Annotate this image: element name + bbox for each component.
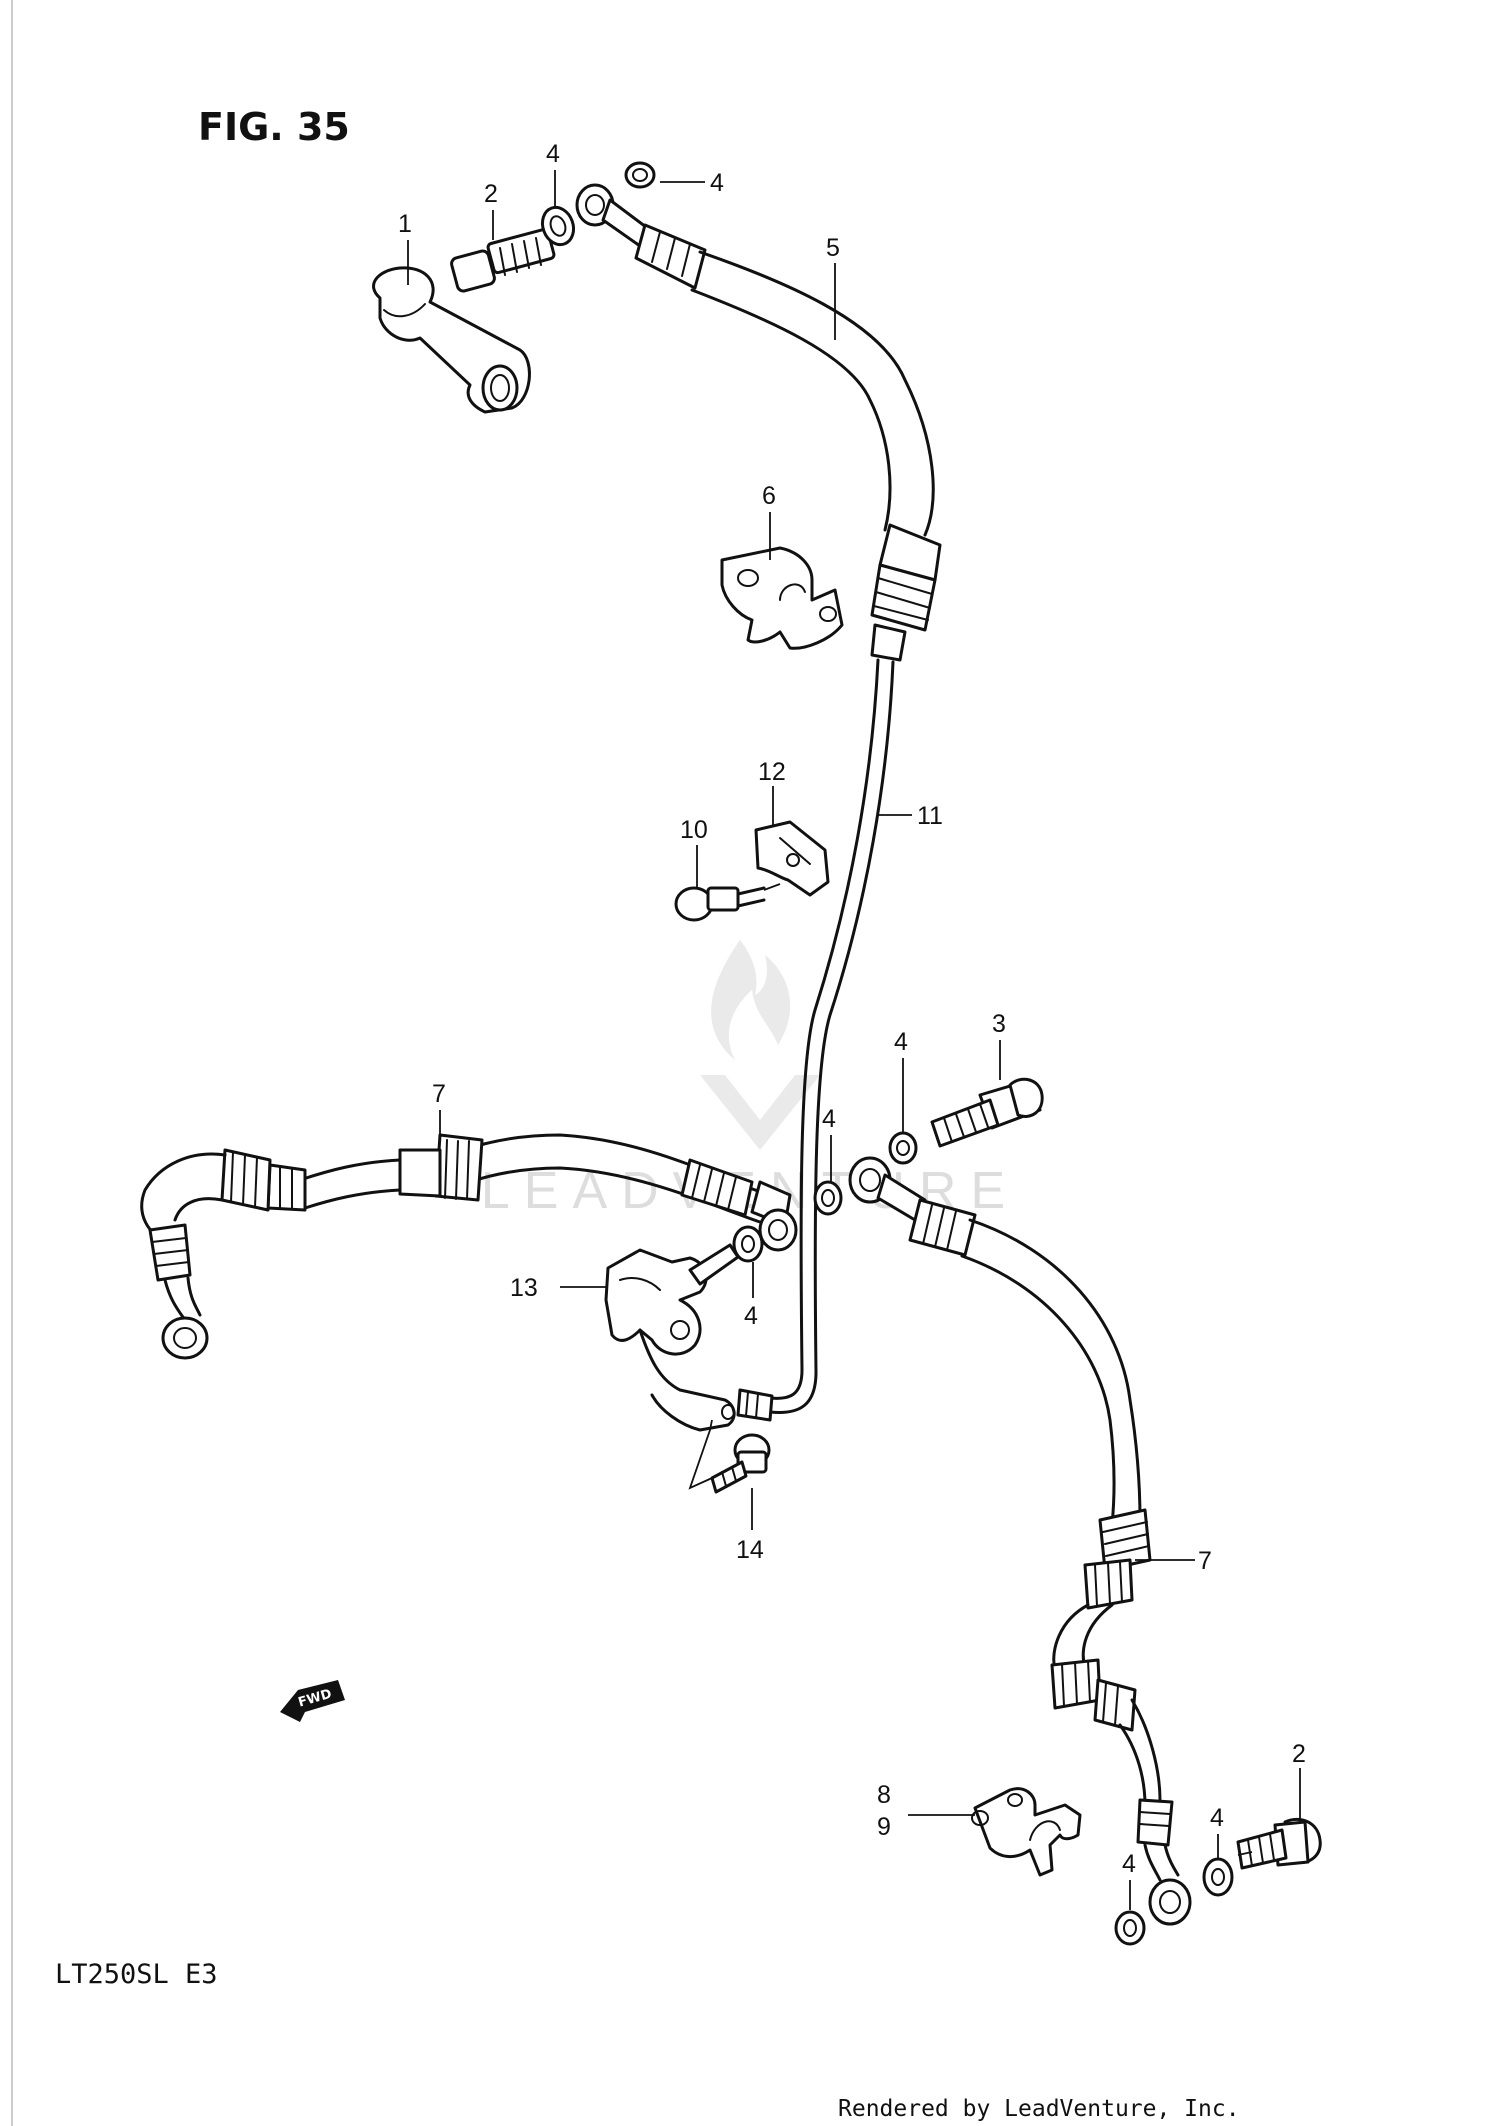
part-13-brake-junction [604, 1243, 740, 1432]
part-2-union-bolt-bottom [1236, 1817, 1322, 1870]
part-1-hose-cover [372, 266, 531, 414]
figure-title: FIG. 35 [198, 105, 350, 149]
callout-7-right: 7 [1198, 1547, 1212, 1575]
callout-2-top: 2 [484, 180, 498, 208]
part-4-washer-e [888, 1131, 918, 1165]
part-14-bolt [710, 1433, 771, 1494]
part-4-washer-a [540, 205, 576, 247]
callout-4-g: 4 [1122, 1850, 1136, 1878]
part-3-union-bolt [930, 1077, 1044, 1148]
leadventure-watermark: LEADVENTURE [481, 940, 1005, 1220]
part-10-bolt [674, 883, 781, 922]
part-12-pipe-clamp [754, 820, 830, 897]
part-11-brake-pipe [736, 658, 895, 1422]
callout-10: 10 [680, 816, 708, 844]
callout-4-d: 4 [822, 1105, 836, 1133]
part-4-washer-d [813, 1180, 843, 1216]
callout-3: 3 [992, 1010, 1006, 1038]
callout-4-c: 4 [894, 1028, 908, 1056]
callout-2-bottom: 2 [1292, 1740, 1306, 1768]
part-7-brake-hose-right [848, 1156, 1192, 1926]
callout-5: 5 [826, 234, 840, 262]
model-code: LT250SL E3 [55, 1959, 218, 1990]
watermark-flame-icon [711, 940, 791, 1060]
callout-4-e: 4 [744, 1302, 758, 1330]
part-5-upper-brake-hose [575, 183, 942, 662]
callout-labels: 1 2 4 4 5 6 12 10 11 7 3 4 4 4 13 14 7 8… [398, 140, 1306, 1878]
callout-11: 11 [917, 802, 943, 830]
part-4-washer-c [732, 1225, 764, 1263]
callout-13: 13 [510, 1274, 538, 1302]
callout-4-a: 4 [546, 140, 560, 168]
callout-4-f: 4 [1210, 1804, 1224, 1832]
part-7-brake-hose-left [140, 1133, 798, 1360]
part-8-9-hose-clamp [971, 1787, 1082, 1877]
callout-6: 6 [762, 482, 776, 510]
callout-9: 9 [877, 1813, 891, 1841]
callout-4-b: 4 [710, 169, 724, 197]
part-4-washer-b [624, 161, 656, 189]
leader-lines [407, 170, 1301, 1910]
part-2-union-bolt-top [450, 227, 556, 293]
footer-credit: Rendered by LeadVenture, Inc. [838, 2096, 1240, 2122]
callout-14: 14 [736, 1536, 764, 1564]
watermark-v-icon [700, 1075, 820, 1150]
callout-1: 1 [398, 210, 412, 238]
part-4-washer-g [1114, 1910, 1146, 1946]
fwd-direction-badge: FWD [280, 1680, 345, 1722]
callout-12: 12 [758, 758, 786, 786]
callout-7-left: 7 [432, 1080, 446, 1108]
part-6-hose-clamp [720, 546, 844, 650]
callout-8: 8 [877, 1781, 891, 1809]
part-4-washer-f [1202, 1857, 1234, 1897]
